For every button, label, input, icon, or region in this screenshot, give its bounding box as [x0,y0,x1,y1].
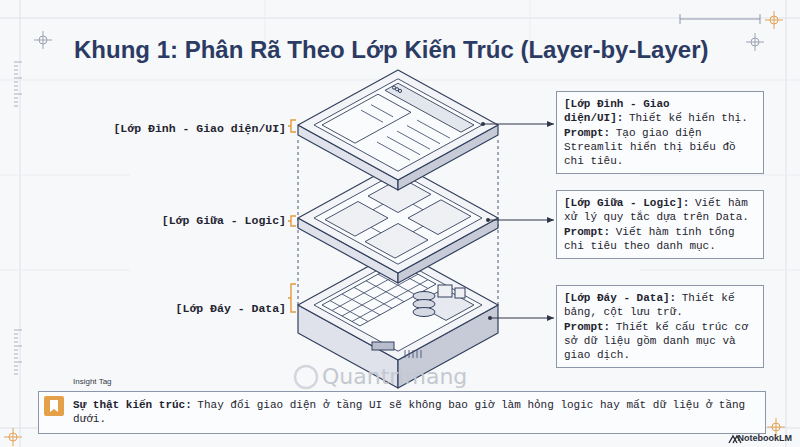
layer-label: [Lớp Đáy - Data] [176,302,286,315]
crosshair [4,428,22,446]
text-line: [Lớp Giữa - Logic]:Viết hàm xử lý quy tắ… [564,196,756,225]
layer-stack [288,70,498,388]
layer-label: [Lớp Giữa - Logic] [162,214,286,227]
text-line: Sự thật kiến trúc:Thay đổi giao diện ở t… [73,398,757,427]
heading: [Lớp Đáy - Data]: [564,292,676,304]
insight-box: Insight TagSự thật kiến trúc:Thay đổi gi… [38,391,766,434]
bracket [288,120,296,132]
tag-label: Insight Tag [71,377,114,387]
ui-layer [298,70,498,190]
heading: Prompt: [564,226,610,238]
leader-arrow [488,219,554,220]
callout-box: [Lớp Đáy - Data]:Thiết kế bảng, cột lưu … [556,285,764,368]
heading: Prompt: [564,321,610,333]
callout-box: [Lớp Đỉnh - Giao diện/UI]:Thiết kế hiển … [556,91,764,174]
crosshair [765,11,783,29]
leader-arrow [483,123,554,124]
callout-box: [Lớp Giữa - Logic]:Viết hàm xử lý quy tắ… [556,190,764,259]
leader-arrow [490,317,554,318]
text-line: Prompt:Tạo giao diện Streamlit hiển thị … [564,126,756,169]
watermark-logo [295,366,317,388]
bookmark-icon [44,396,64,416]
heading: [Lớp Giữa - Logic]: [564,197,689,209]
layer-label: [Lớp Đỉnh - Giao diện/UI] [113,122,286,135]
title: Khung 1: Phân Rã Theo Lớp Kiến Trúc (Lay… [74,36,708,64]
watermark: Quantrimang [322,364,467,389]
leader-dot [488,316,492,320]
brand-label: NotebookLM [738,433,793,443]
crosshair [746,33,764,51]
bracket [288,216,296,226]
text-line: [Lớp Đáy - Data]:Thiết kế bảng, cột lưu … [564,291,756,320]
text-line: Prompt:Thiết kế cấu trúc cơ sở dữ liệu g… [564,320,756,363]
leader-dot [486,218,490,222]
text-line: [Lớp Đỉnh - Giao diện/UI]:Thiết kế hiển … [564,97,756,126]
crosshair [34,31,52,49]
leader-dot [481,122,485,126]
heading: Prompt: [564,127,610,139]
heading: Sự thật kiến trúc: [73,399,192,411]
bracket [288,284,296,312]
body-text: Thiết kế hiển thị. [629,112,748,124]
text-line: Prompt:Viết hàm tính tổng chi tiêu theo … [564,225,756,254]
